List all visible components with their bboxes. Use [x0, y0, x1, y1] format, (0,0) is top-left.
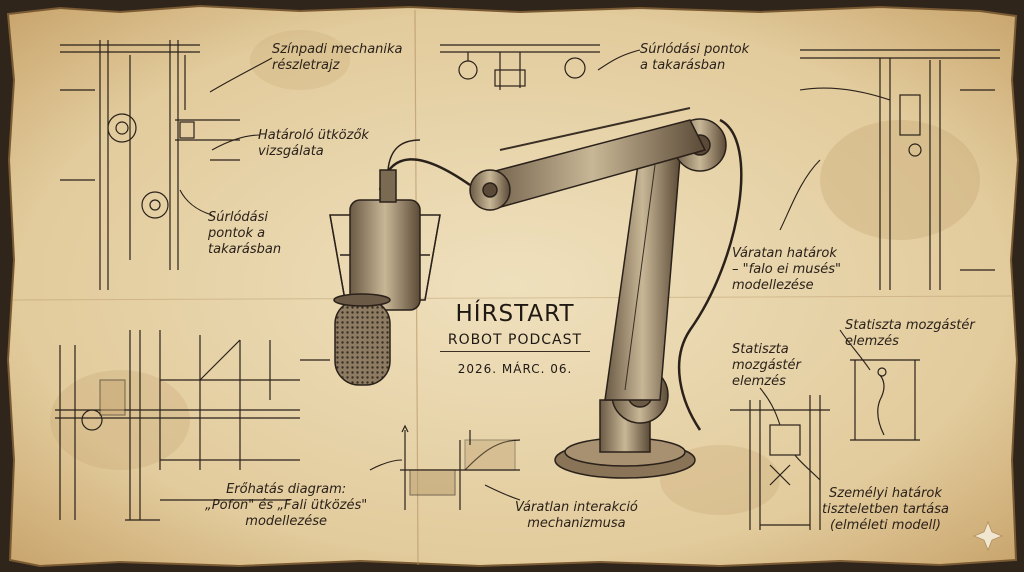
annotation-line: elemzés	[845, 334, 899, 349]
annotation-line: Súrlódási pontok	[640, 42, 750, 57]
podcast-title-block: HÍRSTART ROBOT PODCAST 2026. MÁRC. 06.	[430, 300, 600, 376]
annotation-line: tiszteletben tartása	[822, 502, 949, 517]
annotation-arrows	[179, 49, 891, 501]
annotation-line: Statiszta mozgástér	[845, 318, 975, 333]
annotation-unexpected-interaction: Váratlan interakció mechanizmusa	[515, 500, 638, 532]
annotation-line: a takarásban	[640, 58, 726, 73]
annotation-force-diagram: Erőhatás diagram: „Pofon" és „Fali ütköz…	[205, 482, 367, 530]
stain	[820, 120, 980, 240]
annotation-friction-left: Súrlódási pontok a takarásban	[208, 210, 281, 258]
annotation-line: pontok a	[208, 226, 266, 241]
annotation-line: vizsgálata	[258, 144, 324, 159]
annotation-line: mechanizmusa	[527, 516, 626, 531]
stain	[50, 370, 190, 470]
annotation-line: mozgástér	[732, 358, 801, 373]
annotation-extra-motion-mid: Statiszta mozgástér elemzés	[732, 342, 801, 390]
fold-line	[11, 295, 1013, 301]
paper-sheet	[6, 4, 1020, 568]
annotation-line: (elméleti modell)	[829, 518, 941, 533]
title-rule	[440, 351, 590, 352]
annotation-line: modellezése	[732, 278, 814, 293]
annotation-line: Váratan határok	[732, 246, 837, 261]
annotation-line: modellezése	[245, 514, 327, 529]
sparkle-icon	[972, 520, 1004, 552]
annotation-line: elemzés	[732, 374, 786, 389]
annotation-extra-motion-right: Statiszta mozgástér elemzés	[845, 318, 975, 350]
annotation-line: részletrajz	[272, 58, 340, 73]
stage-rigging-sketch	[60, 40, 240, 290]
annotation-line: Színpadi mechanika	[272, 42, 403, 57]
annotation-line: Statiszta	[732, 342, 789, 357]
annotation-line: Váratlan interakció	[515, 500, 638, 515]
podcast-date: 2026. MÁRC. 06.	[457, 362, 573, 376]
annotation-line: Személyi határok	[829, 486, 942, 501]
robot-arm-illustration	[329, 107, 743, 479]
right-rigging-sketch	[800, 49, 1000, 290]
annotation-friction-top: Súrlódási pontok a takarásban	[640, 42, 749, 74]
annotation-personal-limits: Személyi határok tiszteletben tartása (e…	[822, 486, 949, 534]
annotation-unexpected-limits: Váratan határok – "falo ei musés" modell…	[732, 246, 841, 294]
stain	[250, 30, 350, 90]
annotation-line: Határoló ütközők	[258, 128, 369, 143]
annotation-stage-mechanics: Színpadi mechanika részletrajz	[272, 42, 403, 74]
pulley-sketch	[440, 44, 600, 90]
annotation-limit-stops: Határoló ütközők vizsgálata	[258, 128, 369, 160]
annotation-line: „Pofon" és „Fali ütközés"	[205, 498, 368, 513]
annotation-line: – "falo ei musés"	[732, 262, 842, 277]
annotation-line: takarásban	[208, 242, 282, 257]
force-diagram	[400, 424, 521, 510]
microphone	[329, 139, 441, 386]
podcast-subtitle: ROBOT PODCAST	[447, 332, 583, 348]
personal-limits-sketch	[730, 359, 920, 530]
annotation-line: Erőhatás diagram:	[226, 482, 347, 497]
annotation-line: Súrlódási	[208, 210, 269, 225]
podcast-title: HÍRSTART	[455, 301, 575, 327]
limit-stop-sketch	[55, 330, 330, 521]
